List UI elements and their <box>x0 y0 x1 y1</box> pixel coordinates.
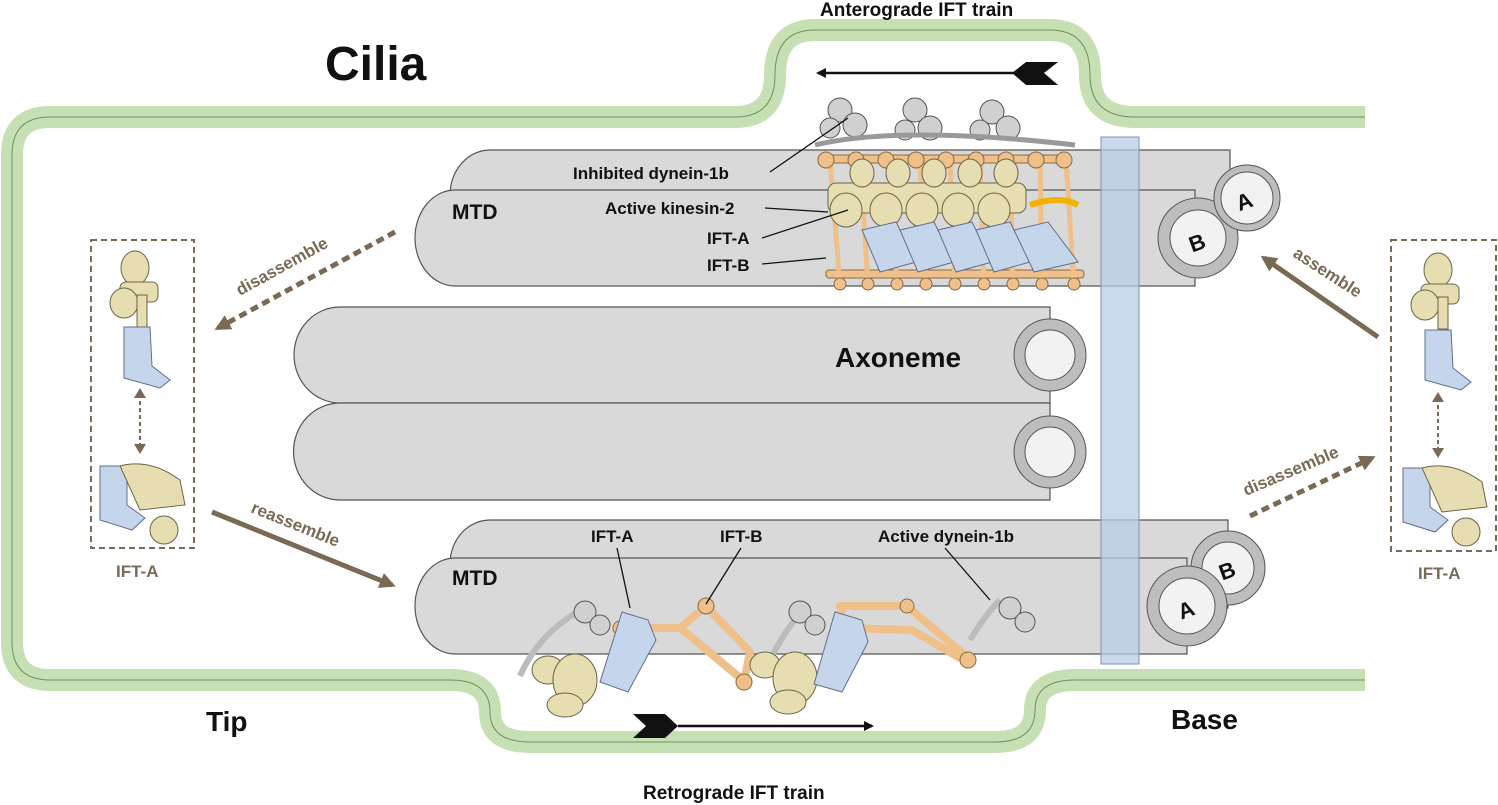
ift-a-top-label: IFT-A <box>707 229 750 248</box>
ift-a-box-right <box>1390 239 1497 552</box>
disassemble-right-label: disassemble <box>1240 442 1341 499</box>
leader-lines <box>616 117 991 609</box>
active-kinesin-label: Active kinesin-2 <box>605 199 734 218</box>
disassemble-left-arrow <box>214 229 397 331</box>
ift-a-right-box-label: IFT-A <box>1418 564 1461 583</box>
anterograde-chevron <box>1012 62 1058 85</box>
assemble-arrow <box>1260 255 1380 340</box>
tip-label: Tip <box>206 706 247 737</box>
active-dynein-label: Active dynein-1b <box>878 527 1014 546</box>
base-label: Base <box>1171 704 1238 735</box>
mtd-top-label: MTD <box>452 201 498 224</box>
axoneme <box>292 306 1087 501</box>
retrograde-ift-train <box>517 596 1036 718</box>
axoneme-label: Axoneme <box>835 342 961 373</box>
ift-b-bottom-label: IFT-B <box>720 527 763 546</box>
anterograde-ift-train <box>814 97 1085 291</box>
transition-zone <box>1100 136 1140 665</box>
ift-a-box-left <box>90 239 195 549</box>
retrograde-label: Retrograde IFT train <box>643 783 825 804</box>
inhibited-dynein-label: Inhibited dynein-1b <box>573 164 729 183</box>
assemble-label: assemble <box>1290 243 1365 301</box>
ift-b-top-label: IFT-B <box>707 256 750 275</box>
retrograde-chevron <box>633 714 678 738</box>
ift-a-left-box-label: IFT-A <box>116 562 159 581</box>
reassemble-arrow <box>211 509 396 588</box>
anterograde-label: Anterograde IFT train <box>820 0 1013 21</box>
disassemble-right-arrow <box>1248 455 1376 519</box>
disassemble-left-label: disassemble <box>233 233 331 299</box>
mtd-bottom-label: MTD <box>452 567 498 590</box>
title: Cilia <box>325 38 427 91</box>
ift-a-bottom-label: IFT-A <box>591 527 634 546</box>
reassemble-label: reassemble <box>249 498 343 551</box>
